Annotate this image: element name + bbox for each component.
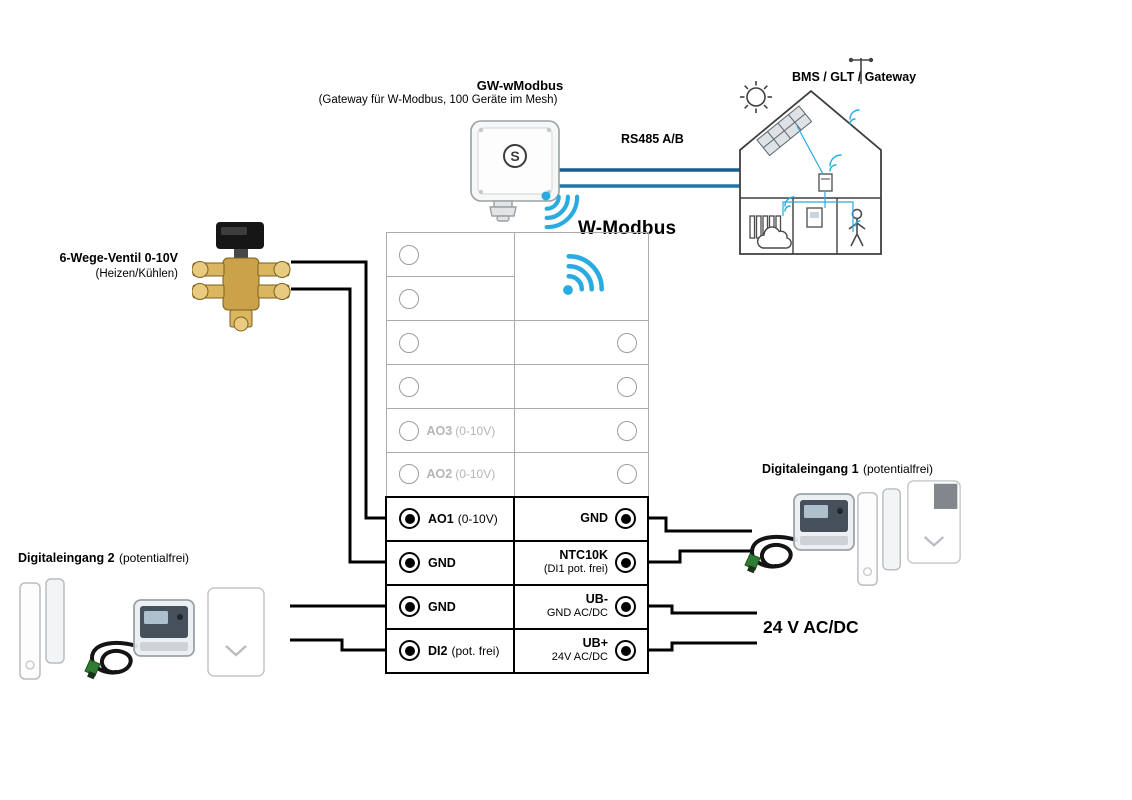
terminal-circle <box>398 244 419 265</box>
terminal-label-ao2: AO2 <box>426 467 453 482</box>
sensor-connector <box>744 553 761 574</box>
thermostat-icon <box>806 207 823 228</box>
terminal-row: AO2(0-10V) <box>385 452 649 497</box>
cloud-icon <box>756 226 792 249</box>
wire-valve-to-ao1 <box>291 260 386 520</box>
card-switch-illustration <box>206 586 266 678</box>
terminal-gnd-right <box>615 508 636 529</box>
terminal-label-gnd-right: GND <box>580 511 608 525</box>
valve-subtitle: (Heizen/Kühlen) <box>95 267 178 280</box>
terminal-block: AO3(0-10V) AO2(0-10V) AO1(0-10V) GND <box>385 232 649 674</box>
terminal-row: AO3(0-10V) <box>385 408 649 453</box>
valve-body <box>192 257 291 332</box>
sensor-housing <box>793 493 855 551</box>
terminal-row: DI2(pot. frei) UB+24V AC/DC <box>385 627 649 674</box>
weather-station-icon <box>848 52 874 86</box>
power-supply-label: 24 V AC/DC <box>763 617 859 637</box>
terminal-circle <box>616 420 637 441</box>
terminal-label-ntc10k: NTC10K <box>559 548 608 563</box>
building-room-walls <box>740 197 881 254</box>
terminal-label-gnd-1: GND <box>428 555 456 570</box>
gateway-subtitle: (Gateway für W-Modbus, 100 Geräte im Mes… <box>318 94 558 106</box>
terminal-label-ub-plus: UB+ <box>582 636 608 651</box>
wire-valve-to-gnd <box>291 287 386 564</box>
terminal-circle <box>398 464 419 485</box>
bms-label: BMS / GLT / Gateway <box>792 70 917 84</box>
terminal-ao1 <box>399 508 420 529</box>
wire-gnd-to-di1 <box>648 516 752 533</box>
terminal-label-ao1: AO1 <box>428 511 454 526</box>
sensor-housing <box>133 599 195 657</box>
terminal-sublabel: GND AC/DC <box>546 607 608 620</box>
wire-ntc10k-to-di1 <box>648 549 752 564</box>
gateway-title: GW-wModbus <box>476 78 564 93</box>
terminal-row <box>385 276 648 321</box>
wifi-icon-wmodbus <box>544 240 618 314</box>
building-network-lines <box>782 125 854 232</box>
terminal-circle <box>616 376 637 397</box>
bms-building-illustration <box>735 76 885 258</box>
gateway-device-illustration: S <box>468 118 562 222</box>
wifi-icon-gateway <box>524 174 592 242</box>
terminal-ub-minus <box>615 596 636 617</box>
wmodbus-sensor-illustration <box>744 478 859 578</box>
di2-label: Digitaleingang 2 (potentialfrei) <box>18 549 189 567</box>
di1-label: Digitaleingang 1 (potentialfrei) <box>762 460 933 478</box>
di2-title: Digitaleingang 2 <box>18 551 115 565</box>
terminal-row: GND NTC10K(DI1 pot. frei) <box>385 539 649 586</box>
wmodbus-sensor-illustration <box>84 584 199 684</box>
wire-ub-minus <box>648 604 757 615</box>
six-way-valve-illustration <box>192 221 294 333</box>
card-switch-illustration <box>906 477 962 567</box>
valve-label: 6-Wege-Ventil 0-10V (Heizen/Kühlen) <box>28 251 178 281</box>
wall-panel-icon <box>818 173 833 192</box>
solar-panel-icon <box>756 105 813 157</box>
terminal-label-ub-minus: UB- <box>585 592 608 607</box>
terminal-circle <box>616 464 637 485</box>
di1-title: Digitaleingang 1 <box>762 462 859 476</box>
terminal-sublabel: 24V AC/DC <box>551 651 608 664</box>
building-wifi-icons <box>784 109 861 227</box>
gateway-cable-gland-icon <box>489 200 517 222</box>
sensor-cable <box>89 640 138 675</box>
terminal-label-gnd-2: GND <box>428 599 456 614</box>
terminal-row: AO1(0-10V) GND <box>385 495 649 542</box>
terminal-circle <box>398 376 419 397</box>
terminal-label-ao3: AO3 <box>426 423 453 438</box>
terminal-gnd-2 <box>399 596 420 617</box>
terminal-circle <box>398 420 419 441</box>
terminal-sublabel: (DI1 pot. frei) <box>543 563 608 576</box>
window-contact-illustration <box>856 487 906 589</box>
gateway-logo-letter: S <box>510 148 519 164</box>
gateway-logo: S <box>503 144 527 168</box>
terminal-sublabel: (0-10V) <box>455 467 496 482</box>
wire-ub-plus <box>648 641 757 652</box>
terminal-circle <box>398 288 419 309</box>
sun-icon <box>740 81 772 113</box>
wire-di2-to-di2 <box>290 638 386 652</box>
terminal-row <box>385 232 649 321</box>
terminal-sublabel: (0-10V) <box>457 511 498 526</box>
terminal-circle <box>398 332 419 353</box>
terminal-sublabel: (pot. frei) <box>451 643 500 658</box>
terminal-ntc10k <box>615 552 636 573</box>
terminal-label-di2: DI2 <box>428 643 448 658</box>
valve-title: 6-Wege-Ventil 0-10V <box>59 251 178 265</box>
sensor-cable <box>749 534 798 569</box>
sensor-connector <box>84 659 101 680</box>
terminal-row <box>385 364 649 409</box>
terminal-sublabel: (0-10V) <box>455 423 496 438</box>
terminal-row <box>385 320 649 365</box>
terminal-circle <box>616 332 637 353</box>
terminal-gnd-1 <box>399 552 420 573</box>
valve-actuator <box>216 222 264 258</box>
terminal-di2 <box>399 640 420 661</box>
terminal-row: GND UB-GND AC/DC <box>385 583 649 630</box>
di1-subtitle: (potentialfrei) <box>863 462 934 476</box>
rs485-label: RS485 A/B <box>621 132 684 146</box>
window-contact-illustration <box>18 577 70 683</box>
di2-subtitle: (potentialfrei) <box>119 551 190 565</box>
terminal-ub-plus <box>615 640 636 661</box>
